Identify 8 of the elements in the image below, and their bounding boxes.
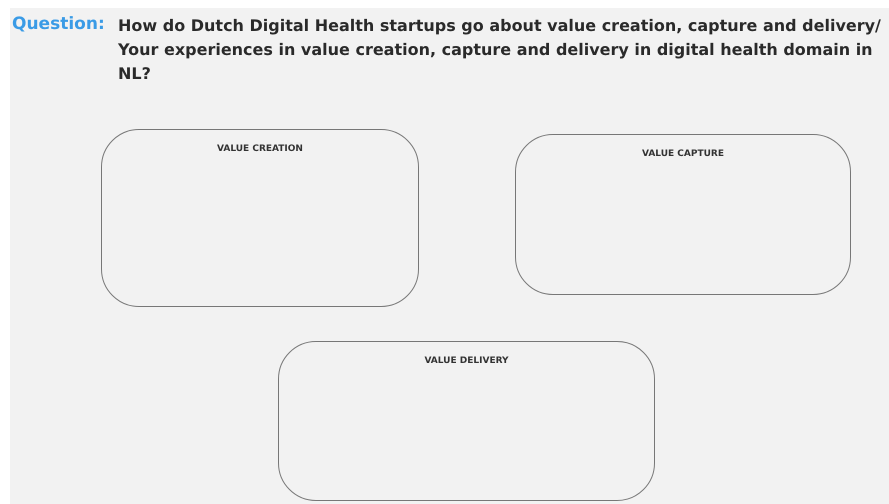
rounded-box: [515, 134, 851, 295]
box-heading: VALUE CAPTURE: [640, 149, 725, 159]
box-heading: VALUE DELIVERY: [423, 356, 510, 366]
question-label: Question:: [12, 14, 105, 34]
question-text: How do Dutch Digital Health startups go about value creation, capture and delivery/ Your experiences in value creation, capture and delivery in digital health domain in NL?: [118, 15, 882, 85]
rounded-box: [278, 341, 655, 501]
rounded-box: [101, 129, 419, 307]
box-heading: VALUE CREATION: [216, 144, 304, 154]
